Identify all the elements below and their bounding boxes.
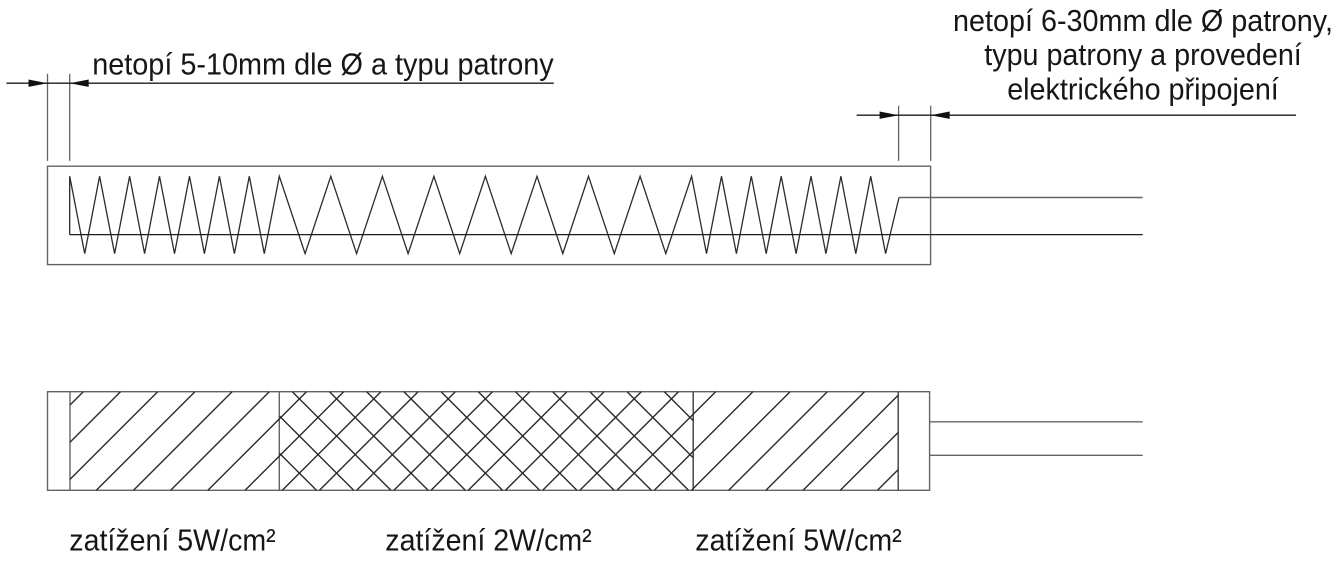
- svg-text:zatížení 2W/cm²: zatížení 2W/cm²: [385, 524, 591, 558]
- svg-text:zatížení 5W/cm²: zatížení 5W/cm²: [695, 524, 901, 558]
- svg-text:typu patrony a provedení: typu patrony a provedení: [984, 38, 1302, 72]
- svg-text:netopí 5-10mm dle Ø a typu pat: netopí 5-10mm dle Ø a typu patrony: [92, 48, 554, 82]
- svg-text:elektrického připojení: elektrického připojení: [1007, 72, 1279, 106]
- svg-text:zatížení 5W/cm²: zatížení 5W/cm²: [69, 524, 275, 558]
- svg-text:netopí 6-30mm dle Ø patrony,: netopí 6-30mm dle Ø patrony,: [953, 4, 1333, 38]
